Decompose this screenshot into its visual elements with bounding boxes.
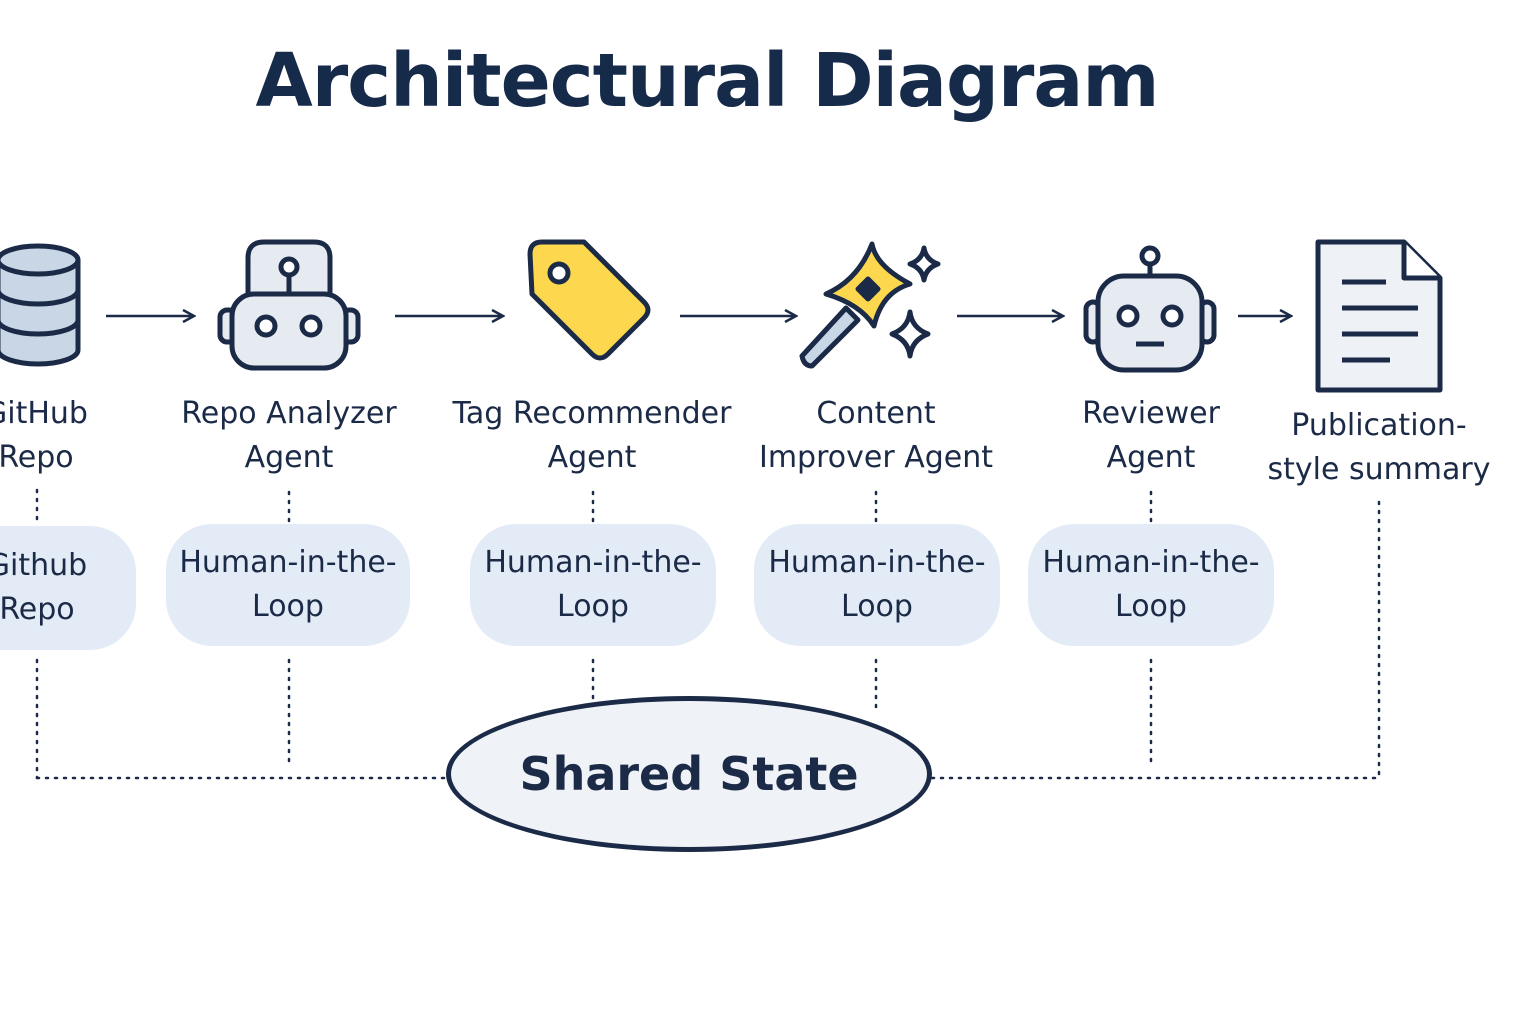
diagram-title: Architectural Diagram (255, 38, 1160, 124)
magic-wand-icon (799, 241, 941, 369)
hitl-box-tag-recommender: Human-in-the-Loop (470, 524, 716, 646)
node-label-publication-summary: Publication-style summary (1267, 408, 1491, 487)
robot-icon (1083, 245, 1217, 373)
hitl-box-reviewer: Human-in-the-Loop (1028, 524, 1274, 646)
hitl-box-content-improver: Human-in-the-Loop (754, 524, 1000, 646)
database-icon (0, 243, 81, 367)
tag-icon (527, 239, 651, 361)
shared-state-node: Shared State (446, 696, 932, 852)
hitl-box-repo-analyzer: Human-in-the-Loop (166, 524, 410, 646)
document-icon (1315, 239, 1443, 393)
shared-state-label: Shared State (519, 747, 859, 801)
node-label-github: GitHubRepo (0, 396, 88, 475)
robot-icon (217, 239, 361, 371)
hitl-box-github: GithubRepo (0, 526, 136, 650)
